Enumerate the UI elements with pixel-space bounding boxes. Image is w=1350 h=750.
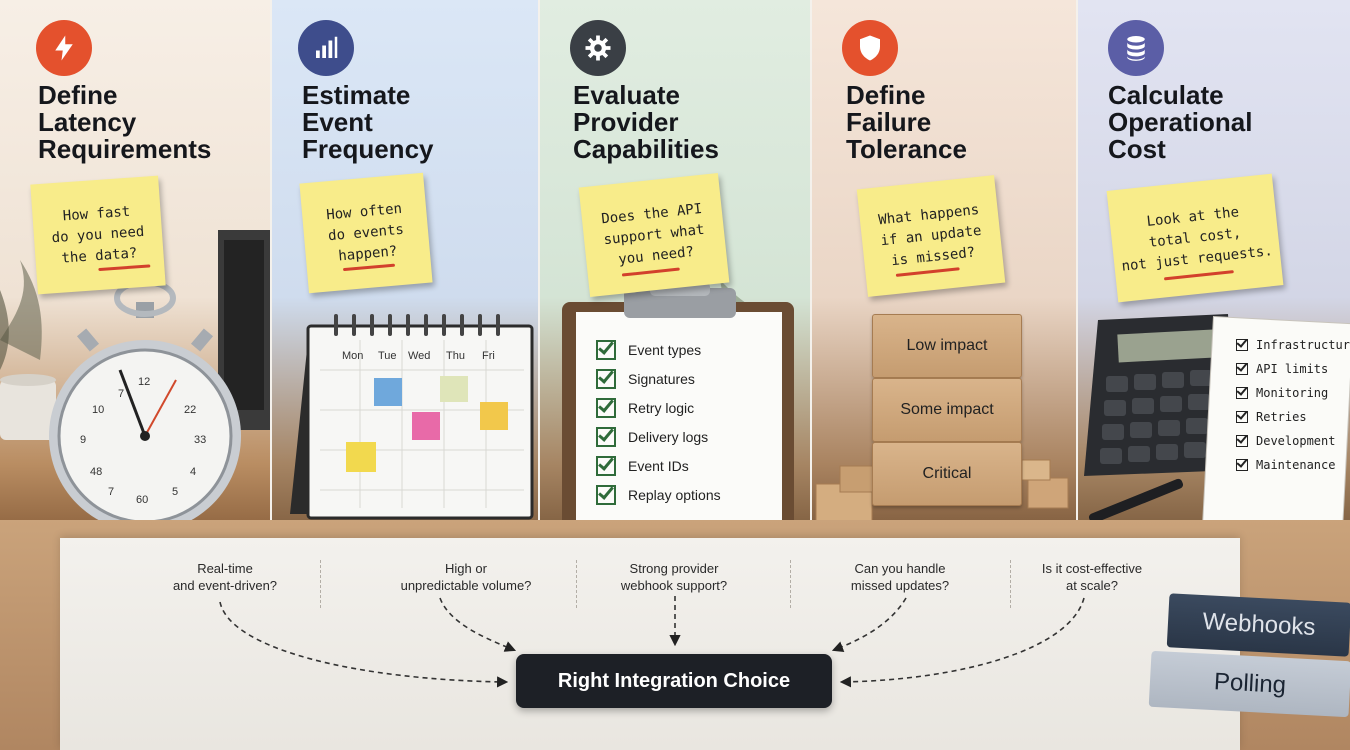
cost-item-label: Retries bbox=[1256, 410, 1307, 424]
calendar-day: Mon bbox=[342, 350, 364, 362]
cost-item: API limits bbox=[1236, 362, 1328, 376]
panel-divider bbox=[810, 0, 812, 540]
cost-item: Development bbox=[1236, 434, 1335, 448]
checkbox-icon bbox=[1236, 435, 1248, 447]
database-icon bbox=[1108, 20, 1164, 76]
checkbox-icon bbox=[596, 398, 616, 418]
book-webhooks: Webhooks bbox=[1166, 593, 1350, 657]
question-cost: Is it cost-effective at scale? bbox=[1041, 561, 1143, 593]
calendar-day: Wed bbox=[408, 350, 431, 362]
cost-item: Monitoring bbox=[1236, 386, 1328, 400]
stopwatch-number: 5 bbox=[172, 486, 179, 498]
panel-divider bbox=[1076, 0, 1078, 540]
checkbox-icon bbox=[1236, 411, 1248, 423]
stopwatch-number: 10 bbox=[92, 404, 105, 416]
calendar-illustration bbox=[290, 314, 534, 520]
column-title-failure: Define Failure Tolerance bbox=[846, 80, 967, 164]
right-integration-choice: Right Integration Choice bbox=[516, 654, 832, 708]
cost-item-label: Maintenance bbox=[1256, 458, 1336, 472]
checkbox-icon bbox=[1236, 363, 1248, 375]
checkbox-icon bbox=[596, 369, 616, 389]
checklist-label: Delivery logs bbox=[628, 429, 709, 445]
cost-item-label: Monitoring bbox=[1256, 386, 1329, 400]
impact-block-some: Some impact bbox=[872, 378, 1022, 442]
impact-block-low: Low impact bbox=[872, 314, 1022, 378]
book-polling: Polling bbox=[1148, 650, 1350, 718]
checklist-item: Event IDs bbox=[596, 456, 689, 476]
stopwatch-number: 33 bbox=[194, 434, 207, 446]
calendar-day: Tue bbox=[378, 350, 397, 362]
paper-sheet bbox=[60, 538, 1240, 750]
stopwatch-number: 7 bbox=[108, 486, 115, 498]
calendar-day: Thu bbox=[446, 350, 465, 362]
gear-icon bbox=[570, 20, 626, 76]
dashed-separator bbox=[576, 560, 577, 608]
dashed-separator bbox=[320, 560, 321, 608]
stopwatch-number: 48 bbox=[90, 466, 103, 478]
checklist-label: Event IDs bbox=[628, 458, 689, 474]
cost-item: Retries bbox=[1236, 410, 1307, 424]
calendar-day: Fri bbox=[482, 350, 495, 362]
checklist-item: Replay options bbox=[596, 485, 721, 505]
checkbox-icon bbox=[1236, 339, 1248, 351]
checkbox-icon bbox=[1236, 387, 1248, 399]
cost-item: Maintenance bbox=[1236, 458, 1335, 472]
question-failure: Can you handle missed updates? bbox=[850, 561, 950, 593]
stopwatch-number: 22 bbox=[184, 404, 197, 416]
lightning-icon bbox=[36, 20, 92, 76]
checklist-item: Signatures bbox=[596, 369, 695, 389]
column-title-latency: Define Latency Requirements bbox=[38, 80, 212, 164]
checkbox-icon bbox=[596, 456, 616, 476]
clipboard-illustration bbox=[562, 280, 794, 530]
stopwatch-number: 9 bbox=[80, 434, 87, 446]
checklist-label: Replay options bbox=[628, 487, 721, 503]
dashed-separator bbox=[790, 560, 791, 608]
checklist-item: Event types bbox=[596, 340, 701, 360]
checklist-item: Retry logic bbox=[596, 398, 694, 418]
column-title-capabilities: Evaluate Provider Capabilities bbox=[573, 80, 719, 164]
cost-item-label: API limits bbox=[1256, 362, 1329, 376]
bar-chart-icon bbox=[298, 20, 354, 76]
question-capabilities: Strong provider webhook support? bbox=[620, 561, 728, 593]
question-frequency: High or unpredictable volume? bbox=[400, 561, 532, 593]
question-latency: Real-time and event-driven? bbox=[172, 561, 278, 593]
checkbox-icon bbox=[596, 340, 616, 360]
checkbox-icon bbox=[1236, 459, 1248, 471]
cost-item-label: Development bbox=[1256, 434, 1336, 448]
checkbox-icon bbox=[596, 485, 616, 505]
checklist-label: Signatures bbox=[628, 371, 695, 387]
column-title-cost: Calculate Operational Cost bbox=[1108, 80, 1253, 164]
panel-divider bbox=[538, 0, 540, 540]
stopwatch-number: 12 bbox=[138, 376, 151, 388]
shield-icon bbox=[842, 20, 898, 76]
column-title-frequency: Estimate Event Frequency bbox=[302, 80, 434, 164]
dashed-separator bbox=[1010, 560, 1011, 608]
stopwatch-number: 60 bbox=[136, 494, 149, 506]
panel-divider bbox=[270, 0, 272, 540]
checklist-label: Event types bbox=[628, 342, 702, 358]
cost-item: Infrastructure bbox=[1236, 338, 1350, 352]
calculator-illustration bbox=[1084, 314, 1350, 531]
checkbox-icon bbox=[596, 427, 616, 447]
checklist-item: Delivery logs bbox=[596, 427, 708, 447]
cost-item-label: Infrastructure bbox=[1256, 338, 1350, 352]
stopwatch-number: 7 bbox=[118, 388, 125, 400]
stopwatch-number: 4 bbox=[190, 466, 197, 478]
impact-block-critical: Critical bbox=[872, 442, 1022, 506]
checklist-label: Retry logic bbox=[628, 400, 695, 416]
